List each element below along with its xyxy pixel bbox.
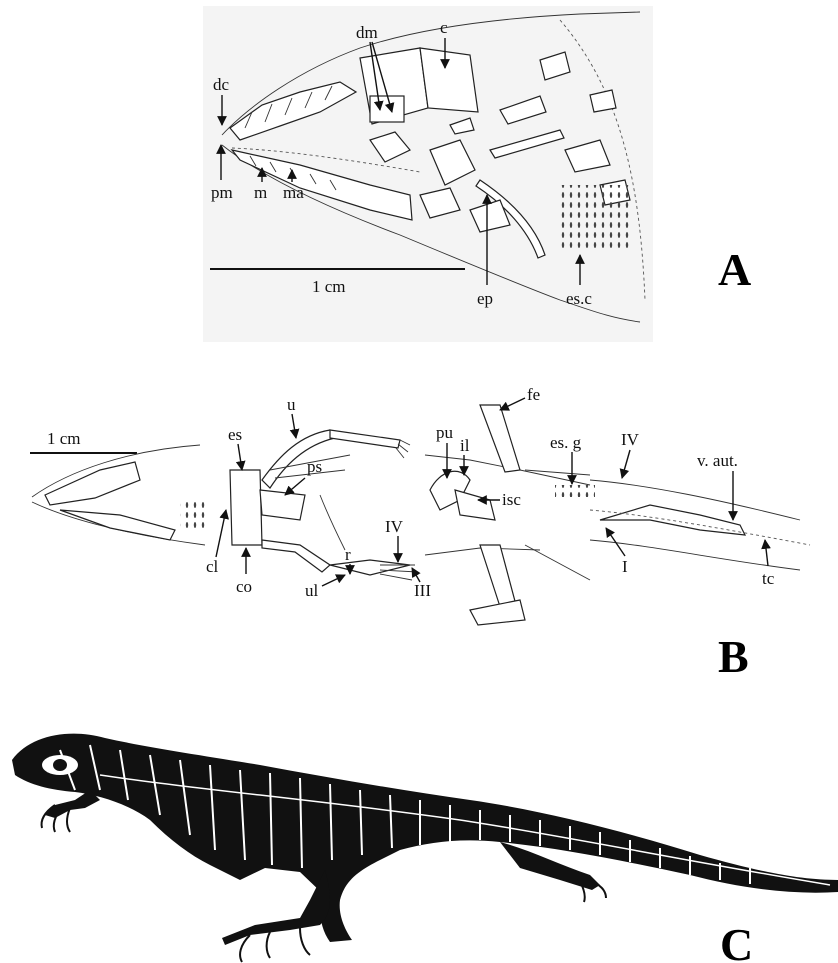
label-r: r: [345, 545, 351, 564]
label-iii: III: [414, 581, 431, 600]
label-es: es: [228, 425, 242, 444]
label-isc: isc: [502, 490, 521, 509]
label-co: co: [236, 577, 252, 596]
label-tc: tc: [762, 569, 775, 588]
label-c: c: [440, 18, 448, 37]
panel-a-letter: A: [718, 244, 751, 295]
label-ps: ps: [307, 457, 322, 476]
label-es-c: es.c: [566, 289, 592, 308]
label-pm: pm: [211, 183, 233, 202]
label-fe: fe: [527, 385, 540, 404]
label-u: u: [287, 395, 296, 414]
label-dc: dc: [213, 75, 230, 94]
label-pu: pu: [436, 423, 454, 442]
label-ma: ma: [283, 183, 304, 202]
label-dm: dm: [356, 23, 378, 42]
panel-b: 1 cm: [30, 385, 810, 682]
panel-b-scale-label: 1 cm: [47, 429, 81, 448]
label-iv-fore: IV: [385, 517, 404, 536]
label-ep: ep: [477, 289, 493, 308]
label-il: il: [460, 436, 470, 455]
panel-a: 1 cm dc pm m ma dm c ep es.c A: [203, 6, 751, 342]
panel-a-scale-label: 1 cm: [312, 277, 346, 296]
label-m: m: [254, 183, 267, 202]
panel-c-letter: C: [720, 919, 753, 963]
label-v-aut: v. aut.: [697, 451, 738, 470]
label-iv-hind: IV: [621, 430, 640, 449]
label-i: I: [622, 557, 628, 576]
lizard-reconstruction: [12, 734, 838, 962]
panel-c: C: [12, 734, 838, 963]
panel-b-letter: B: [718, 631, 749, 682]
label-ul: ul: [305, 581, 319, 600]
label-es-g: es. g: [550, 433, 582, 452]
label-cl: cl: [206, 557, 219, 576]
